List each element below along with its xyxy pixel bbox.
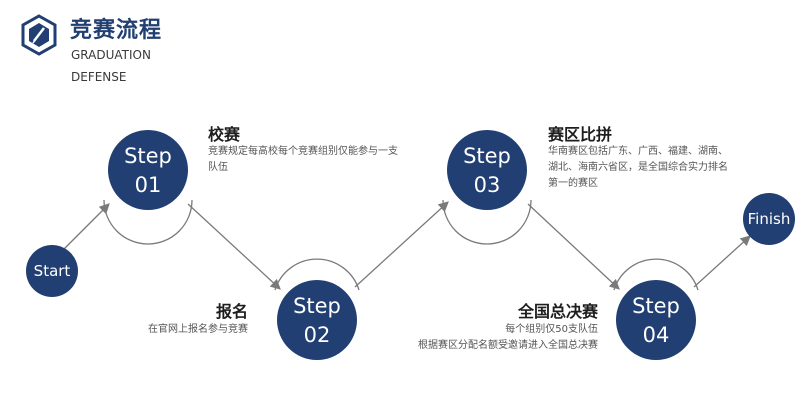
step-03-title: 赛区比拼 xyxy=(548,125,613,144)
page-subtitle: GRADUATION DEFENSE xyxy=(71,48,151,84)
connector-start-step1 xyxy=(62,203,110,251)
connector-step4-finish xyxy=(693,235,751,288)
connector-step2-step3 xyxy=(354,201,449,288)
step-02-node: Step 02 xyxy=(277,280,357,360)
step-04-number: 04 xyxy=(642,322,670,347)
step-04-description-line-1: 每个组别仅50支队伍 xyxy=(505,324,598,335)
step-01-node: Step 01 xyxy=(108,130,188,210)
step-02-title: 报名 xyxy=(215,302,248,321)
step-02-number: 02 xyxy=(303,322,331,347)
step-01-word: Step xyxy=(124,143,172,168)
finish-node: Finish xyxy=(743,193,795,245)
step-01-number: 01 xyxy=(134,172,162,197)
step-01-description: 竞赛规定每高校每个竞赛组别仅能参与一支队伍 xyxy=(208,146,398,173)
arc-step3 xyxy=(442,199,532,245)
connector-step3-step4 xyxy=(527,203,620,290)
arc-step2 xyxy=(274,258,360,291)
step-02-description: 在官网上报名参与竞赛 xyxy=(148,324,248,335)
step-03-word: Step xyxy=(463,143,511,168)
connector-step1-step2 xyxy=(187,203,281,290)
step-01-title: 校赛 xyxy=(208,125,241,144)
start-node: Start xyxy=(26,245,78,297)
step-04-title: 全国总决赛 xyxy=(517,302,598,321)
pen-hexagon-logo-icon xyxy=(21,14,57,56)
step-02-word: Step xyxy=(293,293,341,318)
step-03-node: Step 03 xyxy=(447,130,527,210)
step-04-description-line-2: 根据赛区分配名额受邀请进入全国总决赛 xyxy=(418,340,598,351)
arc-step4 xyxy=(613,258,699,291)
page-title: 竞赛流程 xyxy=(70,18,163,43)
step-04-word: Step xyxy=(632,293,680,318)
step-04-node: Step 04 xyxy=(616,280,696,360)
step-03-description: 华南赛区包括广东、广西、福建、湖南、湖北、海南六省区，是全国综合实力排名第一的赛… xyxy=(548,146,728,189)
arc-step1 xyxy=(103,199,193,245)
step-03-number: 03 xyxy=(473,172,501,197)
